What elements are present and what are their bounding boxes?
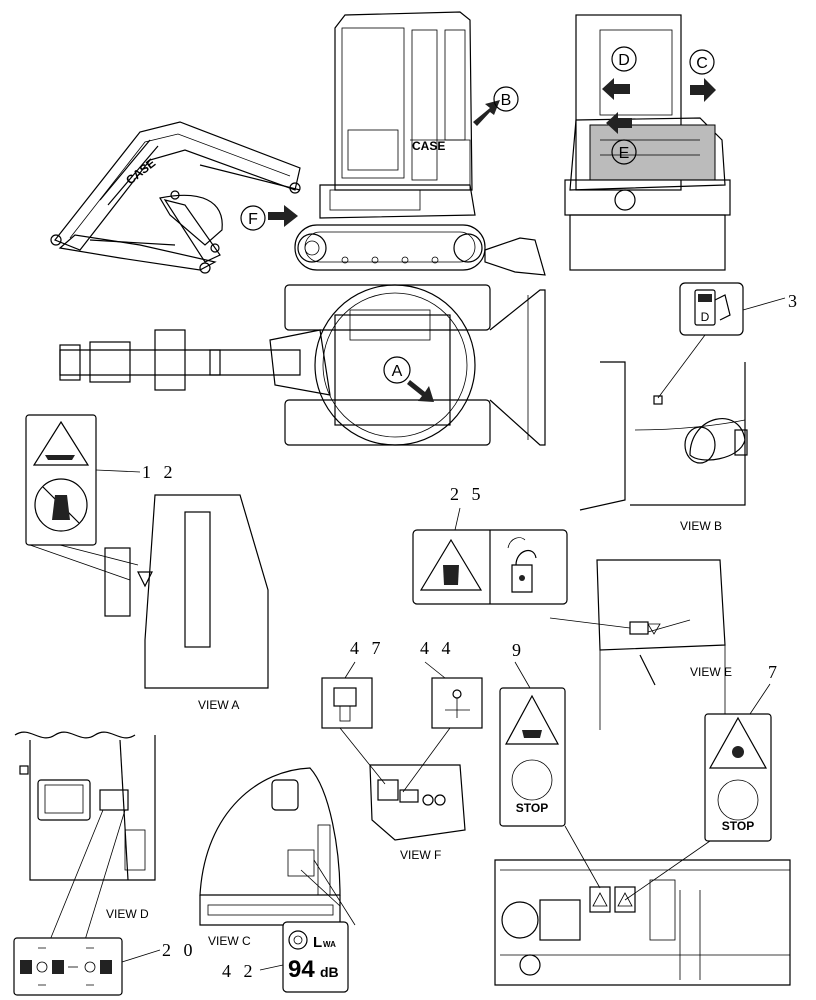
callout-25: 2 5 (450, 484, 485, 504)
marker-c-letter: C (696, 55, 708, 72)
view-c-label: VIEW C (208, 934, 251, 948)
excavator-side-view: CASE CASE B F (50, 11, 546, 276)
callout-44: 4 4 (420, 638, 455, 658)
view-b-label: VIEW B (680, 519, 722, 533)
callout-42: 4 2 (222, 961, 257, 981)
callout-20: 2 0 (162, 940, 197, 960)
svg-text:D: D (701, 310, 710, 324)
view-f-group: 4 7 4 4 VIEW F (321, 638, 483, 862)
view-d-group: VIEW D 2 0 (13, 731, 197, 996)
marker-d-letter: D (618, 52, 630, 69)
db-value: 94 (288, 956, 315, 983)
callout-7: 7 (768, 662, 781, 682)
cab-brand-label: CASE (412, 139, 445, 153)
boom-brand-label: CASE (123, 156, 158, 188)
excavator-rear-view: D C E (564, 14, 731, 271)
marker-e-letter: E (619, 145, 630, 162)
view-e-group: 2 5 VIEW E (412, 484, 732, 730)
stop-decals-group: 9 STOP 7 STOP (494, 640, 791, 986)
stop-text-1: STOP (516, 801, 548, 815)
view-b-group: D 3 VIEW B (579, 282, 801, 533)
callout-47: 4 7 (350, 638, 385, 658)
lwa-subscript: WA (323, 940, 336, 949)
marker-f-letter: F (248, 211, 258, 228)
marker-b-letter: B (501, 92, 512, 109)
lwa-label: L (313, 934, 322, 951)
view-c-group: VIEW C L WA 94 dB 4 2 (199, 767, 356, 993)
marker-a-letter: A (392, 363, 403, 380)
stop-text-2: STOP (722, 819, 754, 833)
callout-9: 9 (512, 640, 525, 660)
view-a-group: 1 2 VIEW A (25, 414, 269, 712)
view-a-label: VIEW A (198, 698, 239, 712)
view-f-label: VIEW F (400, 848, 441, 862)
excavator-top-view: A (59, 284, 546, 446)
callout-3: 3 (788, 291, 801, 311)
view-d-label: VIEW D (106, 907, 149, 921)
db-unit: dB (320, 964, 339, 980)
view-e-label: VIEW E (690, 665, 732, 679)
callout-12: 1 2 (142, 462, 177, 482)
